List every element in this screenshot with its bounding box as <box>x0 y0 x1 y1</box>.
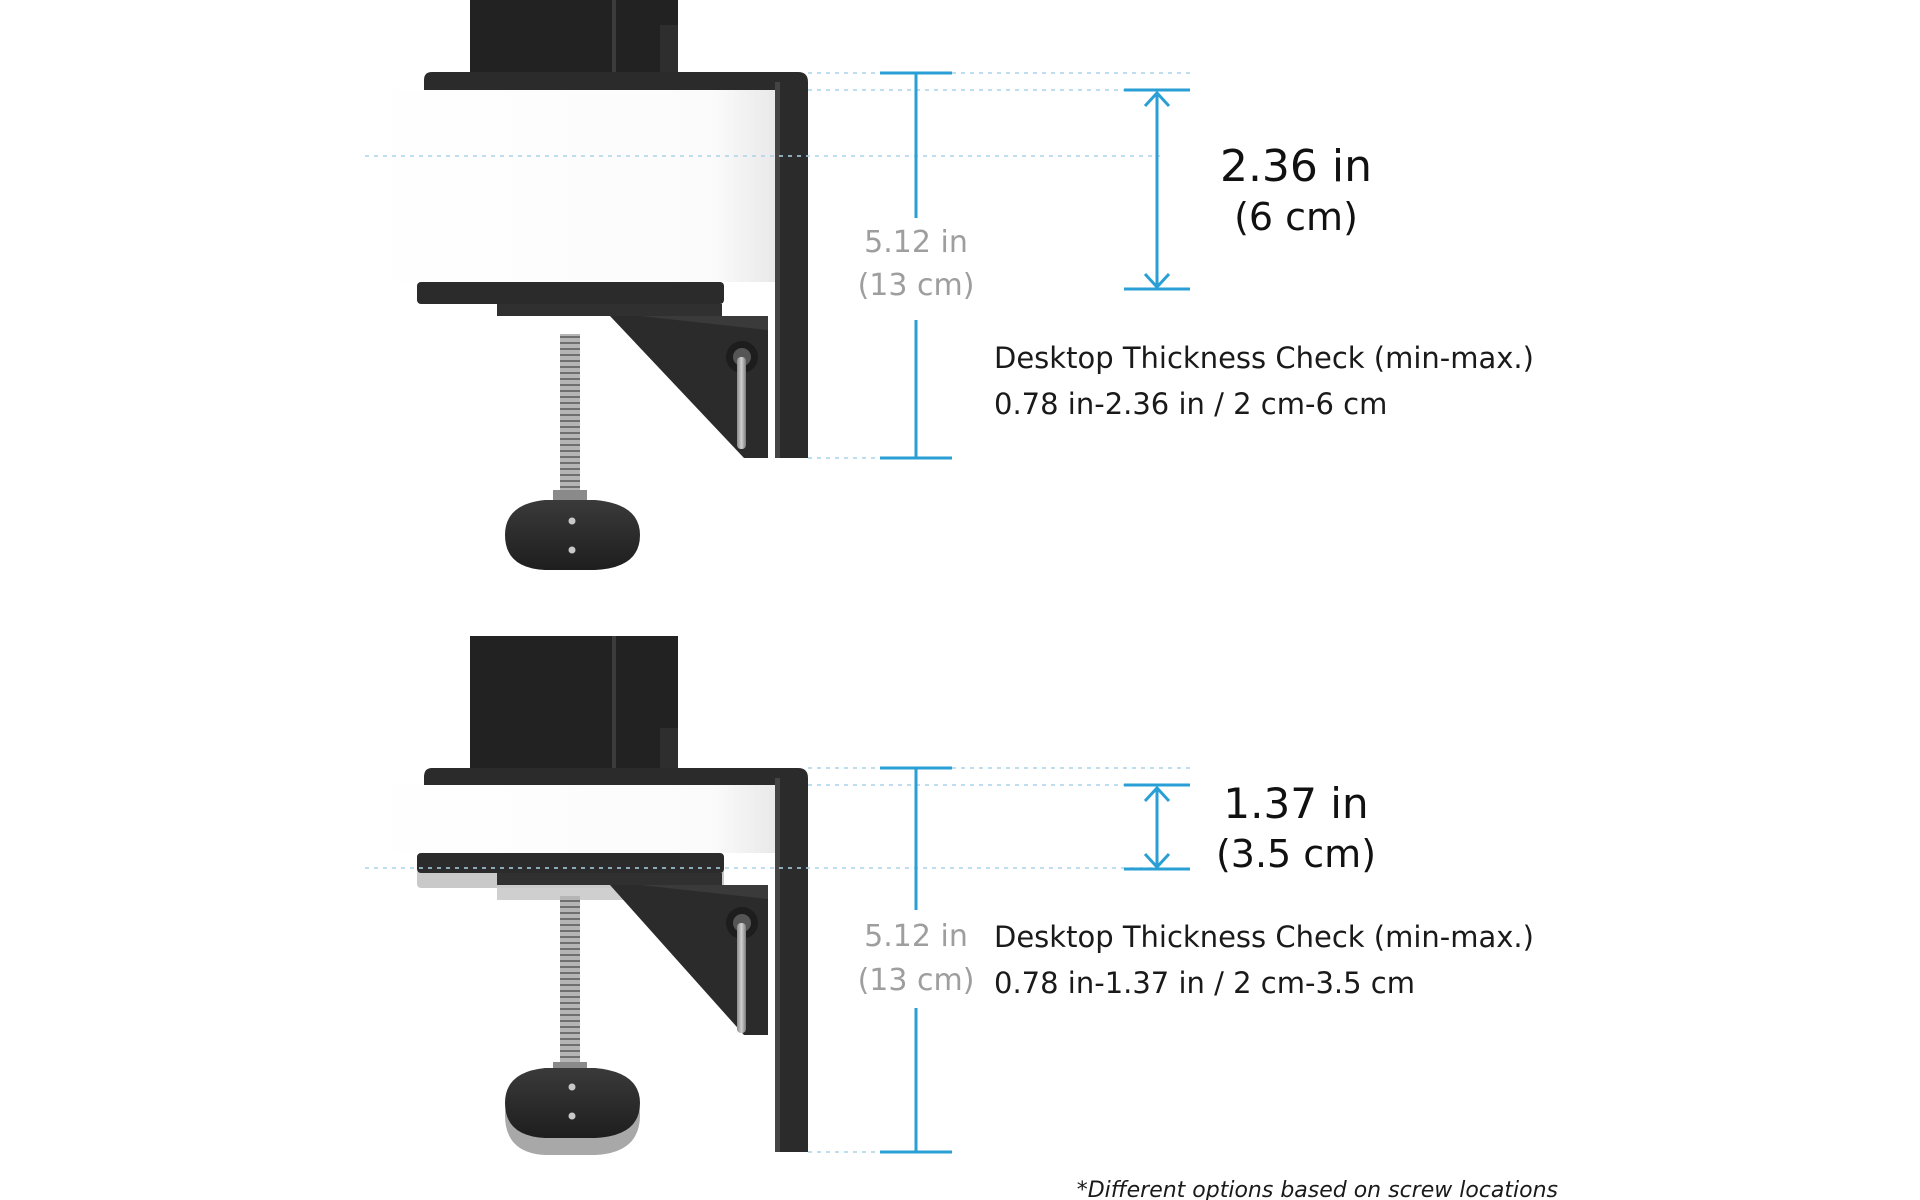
clamp-height-in-label: 5.12 in <box>864 919 968 954</box>
desk-slab <box>360 785 775 853</box>
clamp-height-in-label: 5.12 in <box>864 225 968 260</box>
clamp-bottom-plate <box>417 282 724 304</box>
thickness-check-range: 0.78 in-1.37 in / 2 cm-3.5 cm <box>994 966 1415 1000</box>
top-panel: 5.12 in (13 cm) 2.36 in (6 cm) Desktop T… <box>360 0 1534 570</box>
locking-pin <box>737 357 746 449</box>
max-thickness-in-label: 1.37 in <box>1223 779 1368 828</box>
clamp-vertical-bar <box>775 778 808 1152</box>
bottom-panel: 5.12 in (13 cm) 1.37 in (3.5 cm) Desktop… <box>360 636 1534 1155</box>
clamp-height-dimension <box>880 766 952 1154</box>
clamp-screw <box>560 334 580 496</box>
clamp-vertical-bar <box>775 82 808 458</box>
clamp-knob <box>505 1068 640 1138</box>
clamp-knob <box>505 500 640 570</box>
thickness-check-title: Desktop Thickness Check (min-max.) <box>994 341 1534 375</box>
thickness-check-range: 0.78 in-2.36 in / 2 cm-6 cm <box>994 387 1387 421</box>
clamp-height-cm-label: (13 cm) <box>858 268 975 303</box>
monitor-pole <box>470 0 678 72</box>
clamp-bottom-plate <box>417 853 724 873</box>
monitor-pole <box>470 636 678 768</box>
thickness-check-title: Desktop Thickness Check (min-max.) <box>994 920 1534 954</box>
clamp-height-dimension <box>880 71 952 460</box>
clamp-top-plate <box>424 768 808 785</box>
clamp-top-plate <box>424 72 808 90</box>
desk-slab <box>360 90 775 282</box>
clamp-height-cm-label: (13 cm) <box>858 963 975 998</box>
max-thickness-cm-label: (6 cm) <box>1234 195 1358 239</box>
max-thickness-in-label: 2.36 in <box>1220 141 1372 192</box>
locking-pin <box>737 923 746 1033</box>
max-thickness-arrow <box>1124 88 1190 291</box>
max-thickness-arrow <box>1124 783 1190 871</box>
max-thickness-cm-label: (3.5 cm) <box>1216 832 1376 876</box>
footnote: *Different options based on screw locati… <box>1077 1178 1558 1200</box>
clamp-screw <box>560 896 580 1068</box>
